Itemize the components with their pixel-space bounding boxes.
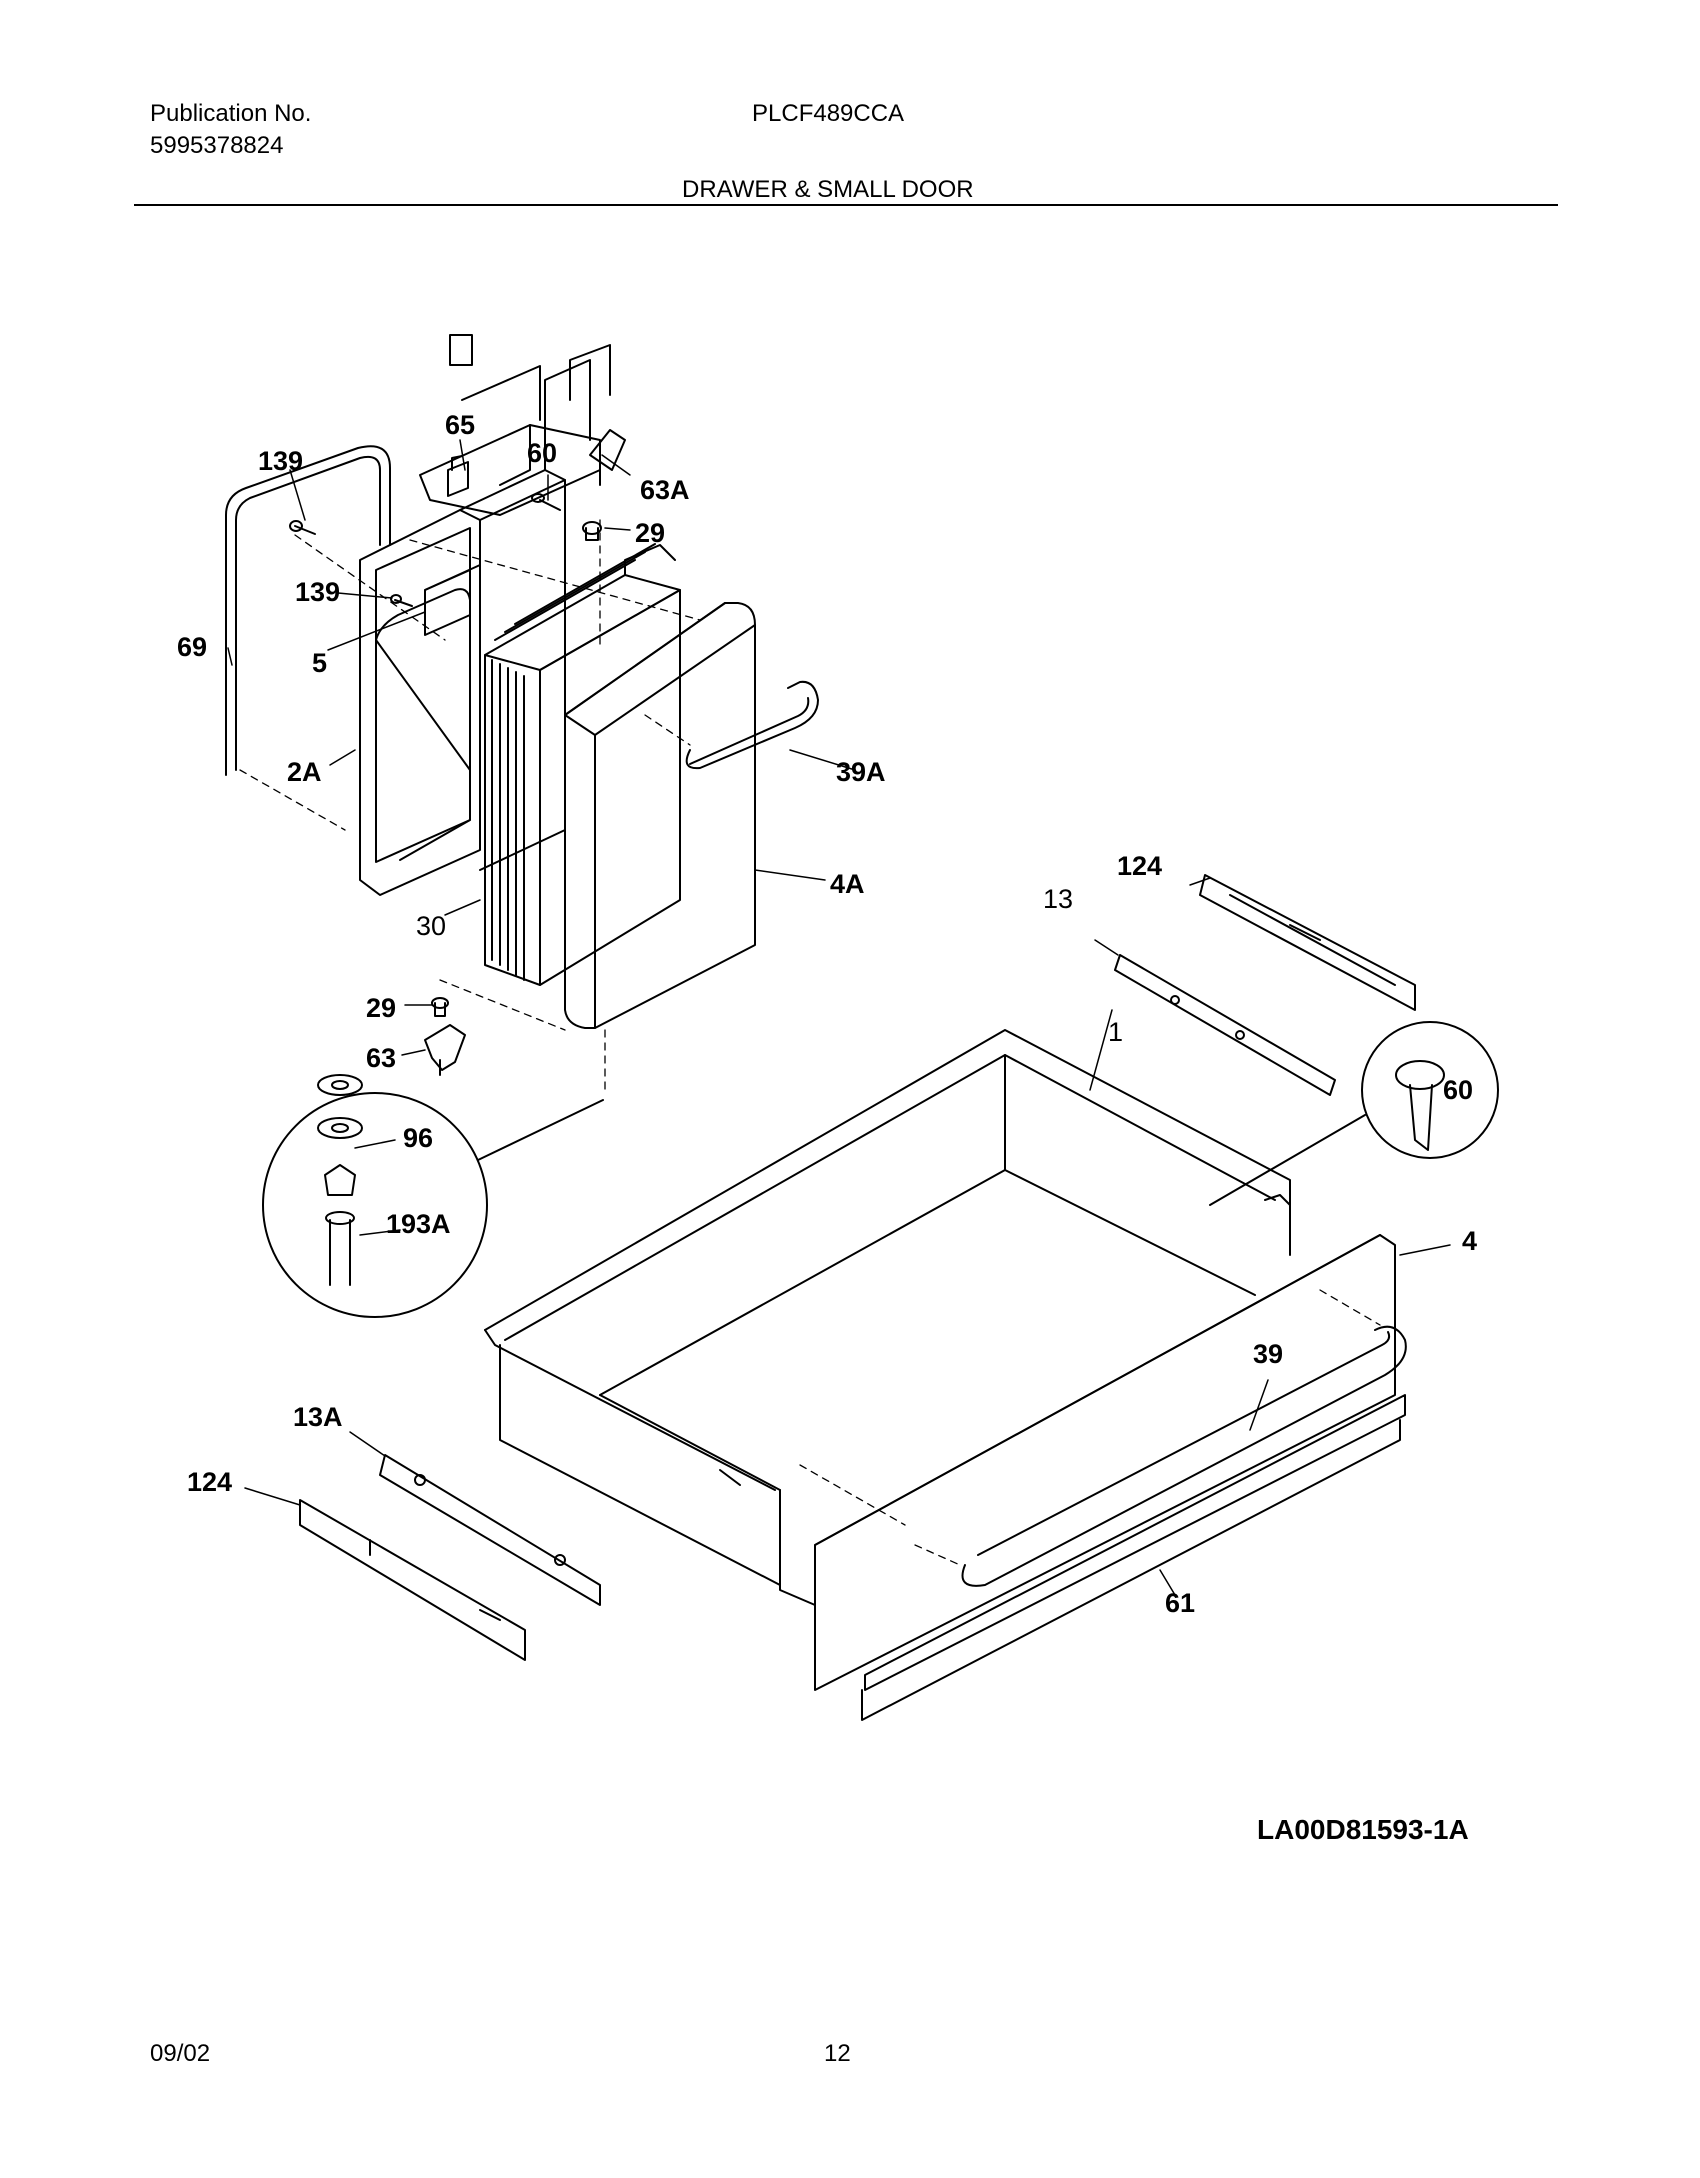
callout-13: 13 <box>1043 884 1073 914</box>
assembly-dashed-lines <box>239 519 1381 1566</box>
part-63-hinge <box>424 1024 466 1076</box>
callout-1: 1 <box>1108 1017 1123 1047</box>
part-124-slide-left <box>299 1499 526 1661</box>
footer-date: 09/02 <box>150 2040 211 2067</box>
part-124-slide-right <box>1199 874 1416 1011</box>
publication-number: 5995378824 <box>150 132 284 159</box>
callout-2A: 2A <box>287 757 322 787</box>
part-4A-small-door <box>564 602 756 1029</box>
callout-39: 39 <box>1253 1339 1283 1369</box>
leader-lines <box>227 439 1451 1596</box>
header-rule <box>134 204 1558 206</box>
callout-60-upper: 60 <box>527 438 557 468</box>
part-63A-hinge <box>589 429 626 486</box>
part-13A-slide-bracket <box>379 1454 601 1606</box>
callout-124-right: 124 <box>1117 851 1162 881</box>
callout-4: 4 <box>1462 1226 1477 1256</box>
detail-circle-door-hardware <box>262 1074 604 1318</box>
callout-4A: 4A <box>830 869 865 899</box>
part-1-drawer-body <box>484 1029 1291 1606</box>
callout-29-lower: 29 <box>366 993 396 1023</box>
callout-63: 63 <box>366 1043 396 1073</box>
callout-124-left: 124 <box>187 1467 232 1497</box>
callout-61: 61 <box>1165 1588 1195 1618</box>
detail-circle-screw-60 <box>1209 1021 1499 1206</box>
model-number: PLCF489CCA <box>752 100 905 127</box>
callout-30: 30 <box>416 911 446 941</box>
callout-60-detail: 60 <box>1443 1075 1473 1105</box>
part-13-slide-bracket <box>1114 954 1336 1096</box>
part-29-pin-bottom <box>431 997 449 1017</box>
part-39A-small-handle <box>685 680 819 770</box>
part-139-screws <box>289 520 413 607</box>
part-60-screw-top <box>531 493 561 511</box>
callout-65: 65 <box>445 410 475 440</box>
part-69-gasket <box>225 445 391 776</box>
part-65-clip <box>447 455 469 497</box>
page-number: 12 <box>824 2040 851 2067</box>
callout-139-upper: 139 <box>258 446 303 476</box>
part-30-insulation <box>484 543 681 986</box>
callout-69: 69 <box>177 632 207 662</box>
callout-96: 96 <box>403 1123 433 1153</box>
callout-5: 5 <box>312 648 327 678</box>
callout-139-lower: 139 <box>295 577 340 607</box>
part-4-drawer-front <box>814 1194 1396 1691</box>
callout-63A: 63A <box>640 475 690 505</box>
callout-13A: 13A <box>293 1402 343 1432</box>
part-5-bracket <box>424 564 481 636</box>
callout-29-upper: 29 <box>635 518 665 548</box>
part-61-trim <box>861 1394 1406 1721</box>
callout-193A: 193A <box>386 1209 451 1239</box>
part-29-pin-top <box>582 521 602 541</box>
publication-label: Publication No. <box>150 100 312 127</box>
drawing-reference-number: LA00D81593-1A <box>1257 1814 1469 1845</box>
section-title: DRAWER & SMALL DOOR <box>682 176 974 203</box>
callout-39A: 39A <box>836 757 886 787</box>
part-39-drawer-handle <box>961 1325 1407 1587</box>
